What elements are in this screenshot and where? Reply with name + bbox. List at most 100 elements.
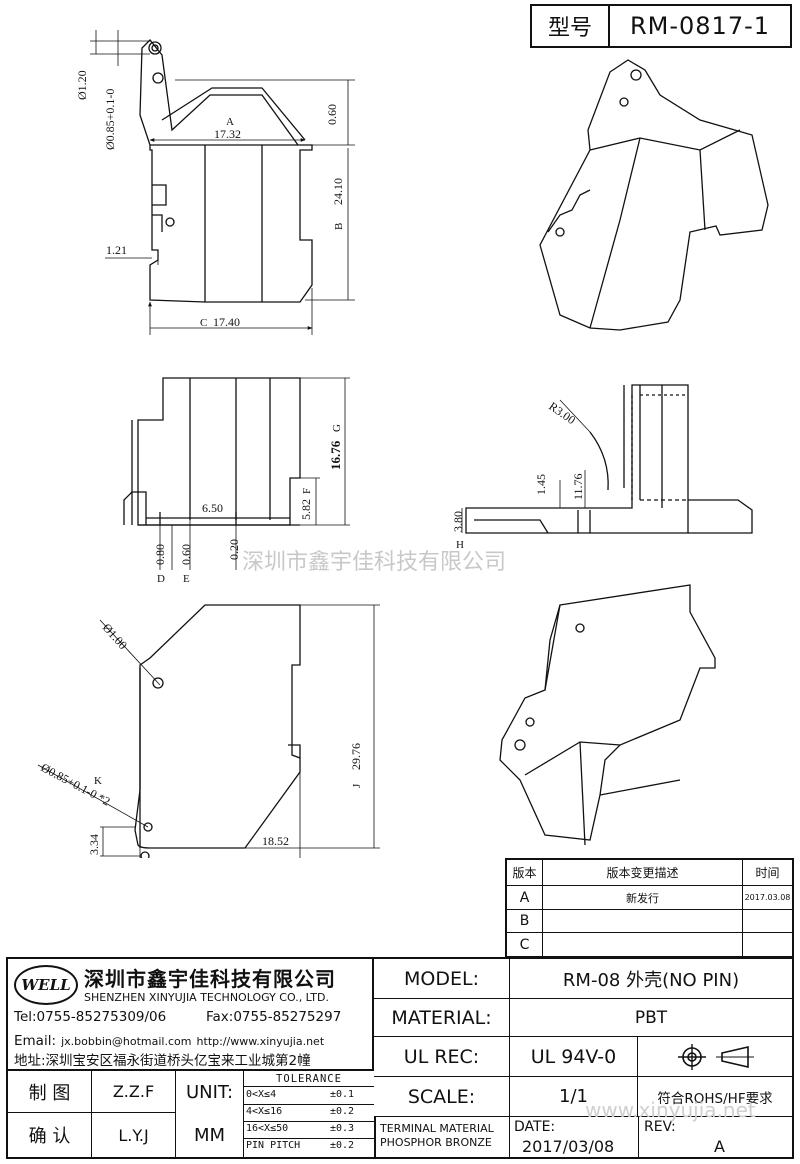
dim-height-g: 16.76: [328, 440, 343, 470]
material-value: PBT: [510, 999, 792, 1037]
dim-offset: 0.60: [325, 104, 339, 125]
dim-d1: 0.80: [153, 544, 167, 565]
scale-label: SCALE:: [374, 1077, 510, 1117]
dim-d3: 0.20: [227, 539, 241, 560]
drawing-canvas: Ø1.20 Ø0.85+0.1-0 A 17.32 0.60 B 24.10 1…: [37, 30, 769, 858]
rev-row-desc: 新发行: [543, 886, 743, 910]
dim-width-c: 17.40: [213, 315, 240, 329]
rev-label: REV:: [644, 1119, 676, 1135]
ul-value: UL 94V-0: [510, 1037, 638, 1077]
tolerance-table: TOLERANCE 0<X≤4 ±0.1 4<X≤16 ±0.2 16<X≤50…: [244, 1071, 374, 1157]
bottom-view: [134, 604, 301, 858]
logo-text: WELL: [21, 976, 71, 994]
dim-pin-offset: 1.21: [106, 243, 127, 257]
rev-row-date: [743, 933, 792, 956]
model-value: RM-08 外壳(NO PIN): [510, 959, 792, 999]
rev-header-version: 版本: [507, 860, 543, 886]
email-label: Email:: [14, 1033, 57, 1049]
rev-value: A: [714, 1137, 725, 1156]
tolerance-row: 4<X≤16 ±0.2: [244, 1104, 374, 1122]
company-tel: Tel:0755-85275309/06: [14, 1009, 167, 1025]
rev-header-date: 时间: [743, 860, 792, 886]
marker-b: B: [333, 223, 345, 230]
terminal-line2: PHOSPHOR BRONZE: [380, 1136, 492, 1149]
email-value[interactable]: jx.bobbin@hotmail.com: [61, 1035, 192, 1048]
dim-h2: 11.76: [571, 473, 585, 500]
dim-height-j: 29.76: [349, 743, 363, 770]
website-link[interactable]: http://www.xinyujia.net: [196, 1035, 325, 1048]
tolerance-range: 0<X≤4: [246, 1089, 277, 1100]
unit-value: MM: [176, 1113, 244, 1157]
date-cell: DATE: 2017/03/08: [510, 1117, 639, 1157]
checked-label: 确 认: [8, 1113, 92, 1157]
title-block: WELL 深圳市鑫宇佳科技有限公司 SHENZHEN XINYUJIA TECH…: [6, 957, 794, 1159]
projection-icon: [678, 1043, 754, 1070]
dim-lines-side-bottom: [159, 517, 246, 570]
drawn-by: Z.Z.F: [92, 1071, 176, 1113]
dim-w: 18.52: [262, 834, 289, 848]
dim-d-a: Ø1.20: [75, 70, 89, 100]
marker-c: C: [200, 317, 207, 329]
rev-row-desc: [543, 910, 743, 933]
dim-lines-side: [290, 377, 350, 526]
header-box: 型号 RM-0817-1: [530, 4, 792, 48]
sign-rows: 制 图 Z.Z.F 确 认 L.Y.J UNIT: MM TOLERANCE 0…: [8, 1071, 374, 1157]
dim-lines-top-holes: [90, 30, 150, 66]
header-model-label: 型号: [532, 6, 610, 46]
rev-row-version: B: [507, 910, 543, 933]
side-view: [123, 377, 301, 526]
tolerance-range: 16<X≤50: [246, 1123, 289, 1134]
section-view: [465, 384, 753, 534]
marker-g: G: [331, 424, 343, 432]
model-label: MODEL:: [374, 959, 510, 999]
dim-h1: 1.45: [534, 474, 548, 495]
terminal-line1: TERMINAL MATERIAL: [380, 1122, 494, 1135]
tolerance-value: ±0.2: [330, 1106, 355, 1117]
marker-h: H: [456, 539, 464, 551]
material-label: MATERIAL:: [374, 999, 510, 1037]
dim-height-b: 24.10: [331, 178, 345, 205]
iso-view-top: [539, 59, 769, 331]
watermark-center: 深圳市鑫宇佳科技有限公司: [242, 550, 507, 575]
projection-symbol: [638, 1037, 792, 1077]
company-name-cn: 深圳市鑫宇佳科技有限公司: [84, 967, 336, 991]
tolerance-row: 0<X≤4 ±0.1: [244, 1087, 374, 1105]
tolerance-row: 16<X≤50 ±0.3: [244, 1121, 374, 1139]
rev-row-desc: [543, 933, 743, 956]
watermark-corner: www.xinyujia.net: [585, 1098, 756, 1122]
marker-e: E: [183, 573, 190, 585]
rev-row-date: [743, 910, 792, 933]
dim-width-a: 17.32: [214, 127, 241, 141]
rev-cell: REV: A: [638, 1117, 792, 1157]
tolerance-title: TOLERANCE: [244, 1071, 374, 1087]
company-section: WELL 深圳市鑫宇佳科技有限公司 SHENZHEN XINYUJIA TECH…: [8, 959, 374, 1071]
marker-k: K: [94, 775, 102, 787]
dim-d2: 0.60: [179, 544, 193, 565]
marker-d: D: [157, 573, 165, 585]
dim-h3: 3.80: [451, 511, 465, 532]
date-label: DATE:: [514, 1119, 556, 1135]
rev-row-version: C: [507, 933, 543, 956]
dim-lines-right: [175, 79, 355, 301]
dim-d-b: Ø0.85+0.1-0: [103, 89, 117, 150]
rev-row-version: A: [507, 886, 543, 910]
compliance-note: 符合ROHS/HF要求: [638, 1077, 792, 1117]
dim-line-pin: [105, 250, 159, 265]
iso-view-bottom: [499, 584, 716, 846]
rev-row-date: 2017.03.08: [743, 886, 792, 910]
header-model-number: RM-0817-1: [629, 12, 771, 40]
top-view: [139, 39, 313, 303]
ul-label: UL REC:: [374, 1037, 510, 1077]
tolerance-range: 4<X≤16: [246, 1106, 283, 1117]
dim-h: 3.34: [87, 834, 101, 855]
company-logo: WELL: [14, 965, 78, 1005]
tolerance-range: PIN PITCH: [246, 1140, 301, 1151]
company-name-en: SHENZHEN XINYUJIA TECHNOLOGY CO., LTD.: [84, 991, 329, 1004]
tolerance-row: PIN PITCH ±0.2: [244, 1138, 374, 1155]
marker-j: J: [351, 783, 363, 788]
unit-label: UNIT:: [176, 1071, 244, 1113]
tolerance-value: ±0.2: [330, 1140, 355, 1151]
scale-value: 1/1: [510, 1077, 638, 1117]
rev-header-desc: 版本变更描述: [543, 860, 743, 886]
tolerance-value: ±0.3: [330, 1123, 355, 1134]
